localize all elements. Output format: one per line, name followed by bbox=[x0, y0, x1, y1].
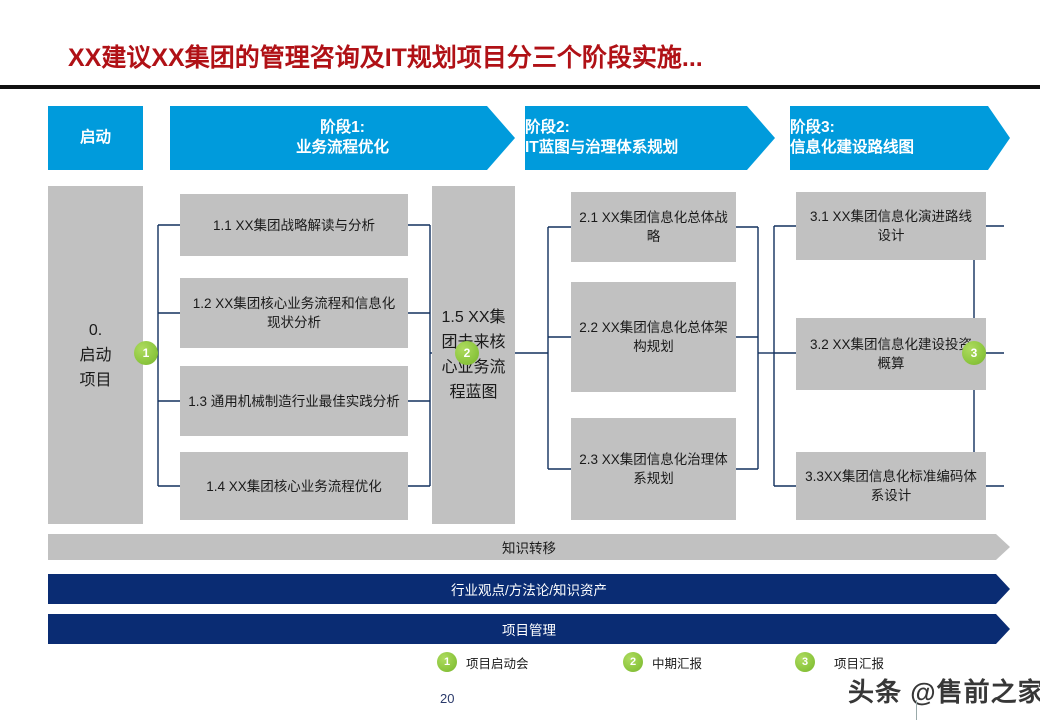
task-box-3-3-label: 3.3XX集团信息化标准编码体系设计 bbox=[805, 469, 977, 503]
page-title: XX建议XX集团的管理咨询及IT规划项目分三个阶段实施... bbox=[68, 44, 703, 72]
milestone-badge-3[interactable]: 3 bbox=[962, 341, 986, 365]
task-box-1-2[interactable]: 1.2 XX集团核心业务流程和信息化现状分析 bbox=[180, 278, 408, 348]
phase-header-start[interactable]: 启动 bbox=[48, 106, 143, 170]
milestone-badge-1[interactable]: 1 bbox=[134, 341, 158, 365]
task-box-1-4[interactable]: 1.4 XX集团核心业务流程优化 bbox=[180, 452, 408, 520]
title-divider bbox=[0, 85, 1040, 89]
legend-badge-3-number: 3 bbox=[801, 656, 809, 668]
task-box-1-4-label: 1.4 XX集团核心业务流程优化 bbox=[206, 478, 382, 494]
phase-header-2[interactable]: 阶段2: IT蓝图与治理体系规划 bbox=[525, 106, 775, 170]
task-box-1-1-label: 1.1 XX集团战略解读与分析 bbox=[212, 217, 376, 233]
legend-item-3: 3 项目汇报 bbox=[795, 652, 884, 672]
legend-badge-2-icon: 2 bbox=[623, 652, 643, 672]
phase-header-3-label: 阶段3: 信息化建设路线图 bbox=[790, 119, 915, 156]
task-box-1-3-label: 1.3 通用机械制造行业最佳实践分析 bbox=[188, 393, 400, 409]
bar-project-management[interactable]: 项目管理 bbox=[48, 614, 1010, 644]
task-box-3-1-label: 3.1 XX集团信息化演进路线设计 bbox=[809, 209, 973, 243]
start-project-box[interactable]: 0. 启动 项目 bbox=[48, 186, 143, 524]
bar-knowledge-transfer-label: 知识转移 bbox=[502, 541, 556, 556]
task-box-2-1[interactable]: 2.1 XX集团信息化总体战略 bbox=[571, 192, 736, 262]
task-box-2-2-label: 2.2 XX集团信息化总体架构规划 bbox=[579, 320, 728, 354]
task-box-2-2[interactable]: 2.2 XX集团信息化总体架构规划 bbox=[571, 282, 736, 392]
milestone-badge-2[interactable]: 2 bbox=[455, 341, 479, 365]
task-box-3-1[interactable]: 3.1 XX集团信息化演进路线设计 bbox=[796, 192, 986, 260]
milestone-badge-2-number: 2 bbox=[463, 346, 471, 360]
phase-header-2-label: 阶段2: IT蓝图与治理体系规划 bbox=[525, 119, 679, 156]
task-box-1-3[interactable]: 1.3 通用机械制造行业最佳实践分析 bbox=[180, 366, 408, 436]
task-box-3-3[interactable]: 3.3XX集团信息化标准编码体系设计 bbox=[796, 452, 986, 520]
legend-item-1: 1 项目启动会 bbox=[437, 652, 529, 672]
milestone-badge-3-number: 3 bbox=[970, 346, 978, 360]
task-box-2-3[interactable]: 2.3 XX集团信息化治理体系规划 bbox=[571, 418, 736, 520]
legend-item-2-label: 中期汇报 bbox=[652, 656, 703, 671]
legend-badge-3-icon: 3 bbox=[795, 652, 815, 672]
watermark-tick bbox=[916, 700, 917, 720]
milestone-badge-1-number: 1 bbox=[142, 346, 150, 360]
phase-header-start-label: 启动 bbox=[79, 129, 111, 146]
bar-project-management-label: 项目管理 bbox=[502, 623, 556, 638]
phase-header-1-label: 阶段1: 业务流程优化 bbox=[295, 119, 389, 156]
legend-item-2: 2 中期汇报 bbox=[623, 652, 702, 672]
legend-item-1-label: 项目启动会 bbox=[466, 656, 529, 671]
task-box-1-1[interactable]: 1.1 XX集团战略解读与分析 bbox=[180, 194, 408, 256]
task-box-3-2-label: 3.2 XX集团信息化建设投资概算 bbox=[809, 337, 973, 371]
bar-knowledge-transfer[interactable]: 知识转移 bbox=[48, 534, 1010, 560]
task-box-2-1-label: 2.1 XX集团信息化总体战略 bbox=[579, 210, 728, 244]
phase-header-1[interactable]: 阶段1: 业务流程优化 bbox=[170, 106, 515, 170]
bar-industry-insight-label: 行业观点/方法论/知识资产 bbox=[450, 583, 607, 598]
phase-header-3[interactable]: 阶段3: 信息化建设路线图 bbox=[790, 106, 1010, 170]
page-number: 20 bbox=[440, 691, 455, 706]
bar-industry-insight[interactable]: 行业观点/方法论/知识资产 bbox=[48, 574, 1010, 604]
legend-badge-2-number: 2 bbox=[629, 656, 637, 668]
legend-item-3-label: 项目汇报 bbox=[834, 656, 885, 671]
task-box-3-2[interactable]: 3.2 XX集团信息化建设投资概算 bbox=[796, 318, 986, 390]
legend-badge-1-number: 1 bbox=[443, 656, 451, 668]
start-project-label: 0. 启动 项目 bbox=[79, 321, 112, 389]
task-box-2-3-label: 2.3 XX集团信息化治理体系规划 bbox=[579, 452, 728, 486]
watermark: 头条 @售前之家 bbox=[848, 677, 1040, 707]
legend-badge-1-icon: 1 bbox=[437, 652, 457, 672]
task-box-1-2-label: 1.2 XX集团核心业务流程和信息化现状分析 bbox=[192, 296, 396, 330]
